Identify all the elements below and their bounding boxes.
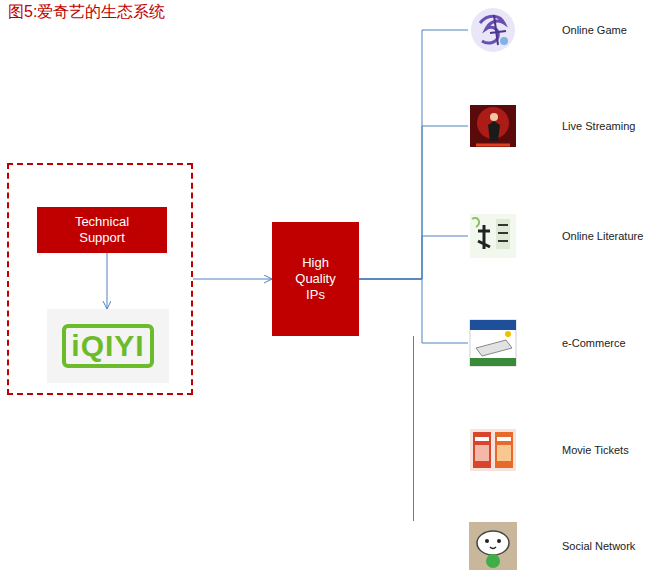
box-label: High Quality IPs — [286, 255, 345, 303]
game-icon — [468, 5, 518, 55]
connector — [193, 279, 272, 280]
ecommerce-icon — [468, 318, 518, 368]
app-node: Movie Tickets — [468, 425, 629, 475]
group-box: Technical Support iQIYI — [7, 163, 193, 395]
process-box: Technical Support — [37, 207, 167, 253]
connector — [359, 236, 468, 279]
app-label: Online Literature — [562, 230, 643, 242]
logo-box: iQIYI — [47, 309, 169, 383]
literature-icon — [468, 211, 518, 261]
app-label: Movie Tickets — [562, 444, 629, 456]
social-icon — [468, 521, 518, 571]
app-label: e-Commerce — [562, 337, 626, 349]
ticket-icon — [468, 425, 518, 475]
title: 图5:爱奇艺的生态系统 — [8, 2, 165, 23]
app-node: Online Game — [468, 5, 627, 55]
app-label: Live Streaming — [562, 120, 635, 132]
app-node: Social Network — [468, 521, 635, 571]
app-node: e-Commerce — [468, 318, 626, 368]
connector — [359, 279, 468, 343]
process-box: High Quality IPs — [272, 222, 359, 336]
live-icon — [468, 101, 518, 151]
connector — [413, 336, 414, 521]
app-node: Online Literature — [468, 211, 643, 261]
app-node: Live Streaming — [468, 101, 635, 151]
connector — [107, 253, 108, 309]
app-label: Online Game — [562, 24, 627, 36]
connector — [359, 126, 468, 279]
connector — [359, 30, 468, 279]
logo-text: iQIYI — [62, 324, 153, 368]
box-label: Technical Support — [51, 214, 153, 246]
app-label: Social Network — [562, 540, 635, 552]
